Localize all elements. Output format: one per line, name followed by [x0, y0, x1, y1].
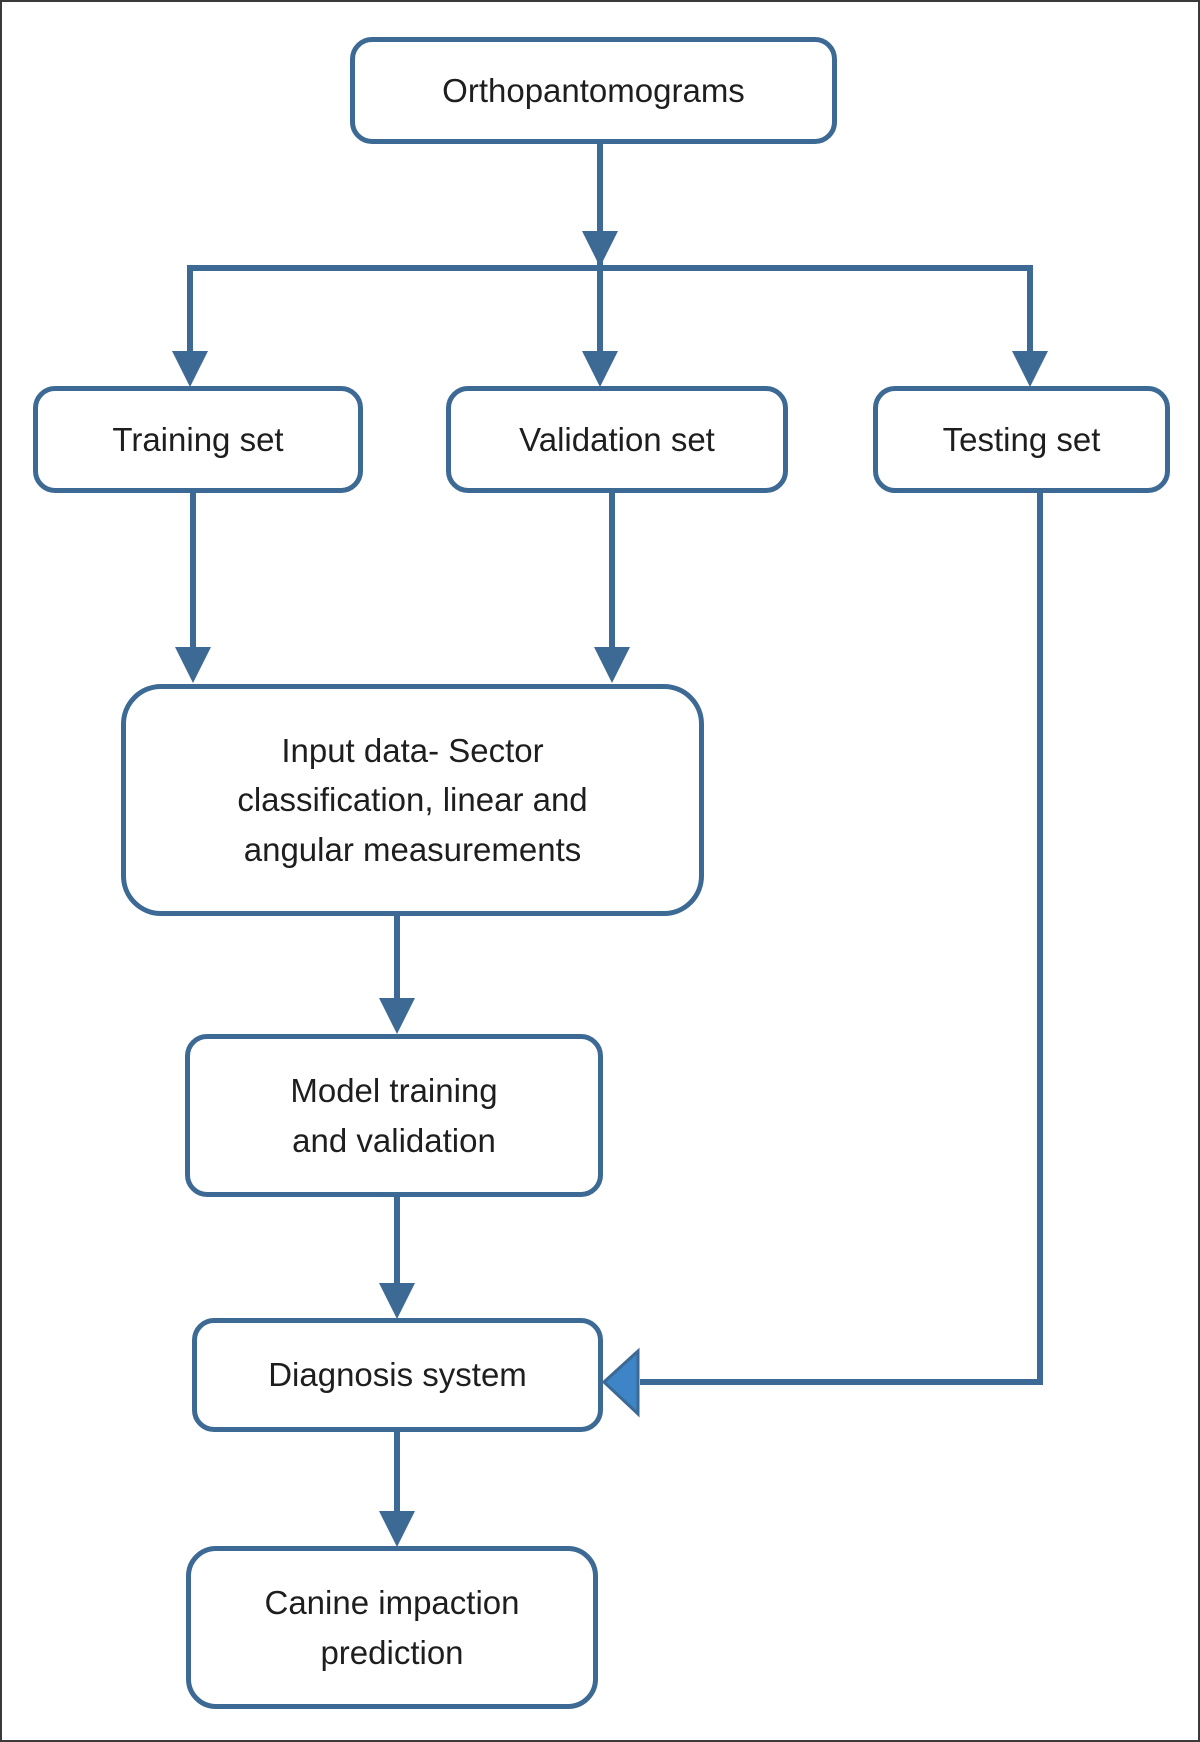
node-diagnosis-system-label: Diagnosis system [268, 1356, 527, 1394]
node-orthopantomograms-label: Orthopantomograms [442, 71, 745, 109]
node-model-training-label: Model training and validation [290, 1072, 498, 1159]
node-diagnosis-system: Diagnosis system [192, 1318, 603, 1432]
node-testing-set-label: Testing set [942, 420, 1101, 458]
edge-testing-to-diagnosis [640, 490, 1043, 1385]
testing-arrowhead-icon [601, 1347, 640, 1418]
node-prediction: Canine impaction prediction [186, 1546, 598, 1709]
node-orthopantomograms: Orthopantomograms [350, 37, 837, 144]
node-input-data: Input data- Sector classification, linea… [121, 684, 704, 916]
node-validation-set-label: Validation set [519, 420, 715, 458]
node-validation-set: Validation set [446, 386, 788, 493]
node-testing-set: Testing set [873, 386, 1170, 493]
node-training-set-label: Training set [112, 420, 284, 458]
node-prediction-label: Canine impaction prediction [264, 1584, 520, 1671]
node-model-training: Model training and validation [185, 1034, 603, 1197]
node-input-data-label: Input data- Sector classification, linea… [237, 731, 588, 868]
node-training-set: Training set [33, 386, 363, 493]
